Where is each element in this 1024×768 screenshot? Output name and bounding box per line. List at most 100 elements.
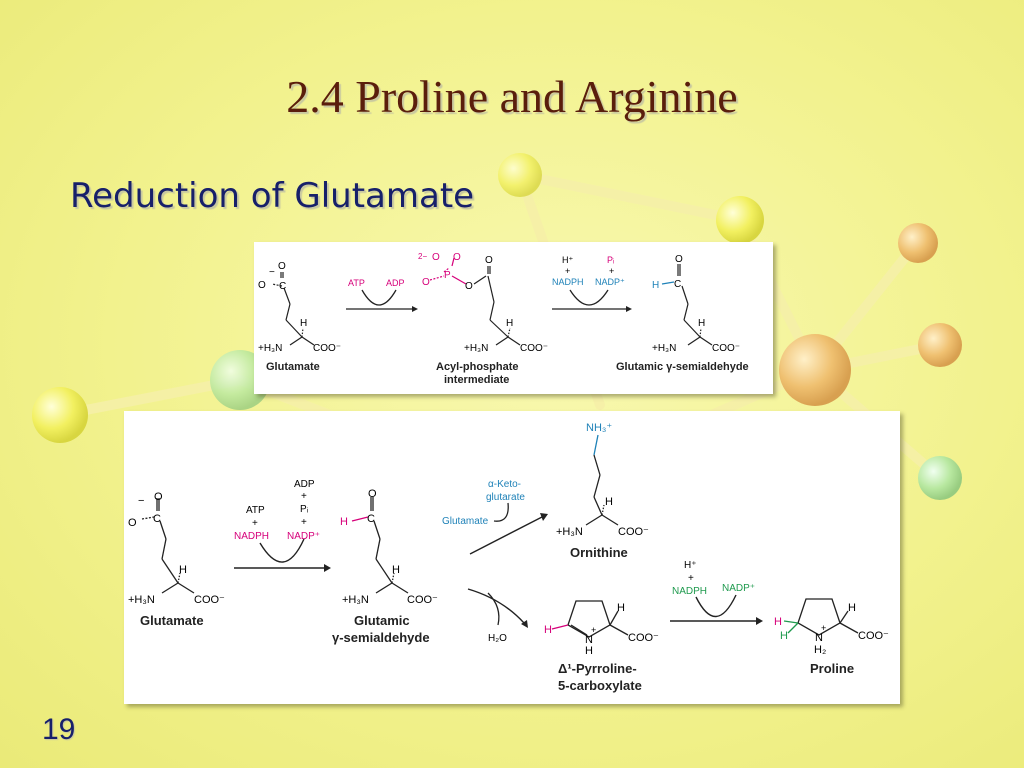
bottom-semialdehyde-label-2: γ-semialdehyde — [332, 630, 430, 645]
bot-glu-h: H — [179, 564, 187, 576]
p5c-label-1: Δ¹-Pyrroline- — [558, 661, 637, 676]
orn-h: H — [605, 496, 613, 508]
p5c-h-ring: H — [544, 624, 552, 636]
top-step1-adp: ADP — [386, 278, 405, 288]
transamination-arrowhead — [540, 513, 548, 521]
slide-title: 2.4 Proline and Arginine — [286, 71, 738, 122]
p5c-n-charge: + — [591, 625, 596, 635]
bot-semi-h: H — [392, 564, 400, 576]
top-step1-atp: ATP — [348, 278, 365, 288]
bot-step1-plus3: + — [301, 517, 307, 528]
top-semi-h: H — [698, 318, 705, 329]
bottom-step1-arrowhead — [324, 564, 331, 572]
p5c-label-2: 5-carboxylate — [558, 678, 642, 693]
pro-coo: COO⁻ — [858, 630, 889, 642]
acyl-o1: O — [432, 252, 440, 263]
bottom-reaction-panel: − O O C H +H₃N COO⁻ Glutamate ATP + NADP… — [124, 411, 900, 704]
bot-step1-pi: Pᵢ — [300, 504, 309, 515]
transamination-curve — [493, 502, 509, 522]
pro-n-charge: + — [821, 623, 826, 633]
bot-glu-charge: − — [138, 495, 144, 507]
top-step1-arrowhead — [412, 306, 418, 312]
pro-n: N — [815, 632, 823, 644]
top-step2-arrowhead — [626, 306, 632, 312]
top-reaction-panel: − O O C H +H₃N COO⁻ Glutamate ATP ADP — [254, 242, 773, 394]
bot-semi-c: C — [367, 513, 375, 525]
acyl-o2: O — [453, 252, 461, 263]
bot-step1-atp: ATP — [246, 505, 265, 516]
top-glu-charge: − — [269, 267, 275, 278]
p5c-coo: COO⁻ — [628, 632, 659, 644]
pro-h1: H — [774, 616, 782, 628]
proline-label: Proline — [810, 661, 854, 676]
top-step2-nadp: NADP⁺ — [595, 277, 625, 287]
cyclization-water: H₂O — [488, 633, 507, 644]
ornithine-label: Ornithine — [570, 545, 628, 560]
proline-structure — [783, 598, 859, 636]
top-step2-nadph: NADPH — [552, 277, 584, 287]
bot-step1-nadph: NADPH — [234, 531, 269, 542]
p5c-h: H — [617, 602, 625, 614]
pro-nh2: H₂ — [814, 644, 826, 656]
bot-step1-plus1: + — [252, 518, 258, 529]
bot-step1-adp: ADP — [294, 479, 315, 490]
orn-nh3-alpha: +H₃N — [556, 526, 583, 538]
acyl-phosphate-structure — [429, 257, 521, 346]
pro-h2: H — [780, 630, 788, 642]
top-reaction-scheme: − O O C H +H₃N COO⁻ Glutamate ATP ADP — [258, 252, 749, 386]
acyl-label-line2: intermediate — [444, 374, 509, 386]
acyl-coo: COO⁻ — [520, 343, 548, 354]
top-step2-curve — [569, 289, 609, 306]
bot-glu-nh3: +H₃N — [128, 594, 155, 606]
bot-semi-nh3: +H₃N — [342, 594, 369, 606]
cyclization-arrow — [467, 588, 525, 624]
bot-step1-nadp: NADP⁺ — [287, 531, 320, 542]
trans-keto-1: α-Keto- — [488, 479, 521, 490]
bottom-step1-curve — [259, 538, 305, 563]
top-glu-o-left: O — [258, 280, 266, 291]
slide-page-number: 19 — [42, 713, 76, 746]
bot-glu-o-left: O — [128, 517, 137, 529]
top-glu-coo: COO⁻ — [313, 343, 341, 354]
top-glu-h: H — [300, 318, 307, 329]
bottom-semialdehyde-structure — [351, 497, 409, 594]
p5c-n-h: H — [585, 645, 593, 657]
ornithine-structure — [585, 434, 619, 526]
acyl-nh3: +H₃N — [464, 343, 488, 354]
top-step1-curve — [361, 289, 397, 306]
bot-step1-plus2: + — [301, 491, 307, 502]
p5c-n: N — [585, 634, 593, 646]
top-glutamate-structure — [271, 272, 315, 346]
top-semi-h-ald: H — [652, 280, 659, 291]
bot-glu-c: C — [153, 513, 161, 525]
top-step2-hplus: H⁺ — [562, 255, 573, 265]
acyl-label-line1: Acyl-phosphate — [436, 361, 519, 373]
bottom-reaction-scheme: − O O C H +H₃N COO⁻ Glutamate ATP + NADP… — [128, 422, 889, 693]
bot-glu-coo: COO⁻ — [194, 594, 225, 606]
trans-keto-2: glutarate — [486, 492, 525, 503]
bot-glu-o-top: O — [154, 491, 163, 503]
acyl-h: H — [506, 318, 513, 329]
bot-step3-nadph: NADPH — [672, 586, 707, 597]
bottom-glutamate-label: Glutamate — [140, 613, 204, 628]
transamination-arrow — [469, 516, 543, 555]
bottom-glutamate-structure — [141, 498, 195, 594]
top-glutamate-label: Glutamate — [266, 361, 320, 373]
acyl-charge: 2− — [418, 252, 427, 261]
trans-glutamate: Glutamate — [442, 516, 489, 527]
acyl-o-bridge: O — [465, 281, 473, 292]
top-glu-nh3: +H₃N — [258, 343, 282, 354]
bottom-step3-arrowhead — [756, 617, 763, 625]
acyl-o3: O — [422, 277, 430, 288]
top-semialdehyde-structure — [661, 264, 713, 346]
top-semi-coo: COO⁻ — [712, 343, 740, 354]
top-step2-plus-right: + — [609, 266, 614, 276]
orn-coo: COO⁻ — [618, 526, 649, 538]
p5c-structure — [551, 600, 629, 638]
bot-step3-plus: + — [688, 573, 694, 584]
acyl-o-carbonyl: O — [485, 255, 493, 266]
top-semi-c: C — [674, 279, 681, 290]
bot-step3-hplus: H⁺ — [684, 560, 697, 571]
top-glu-o-top: O — [278, 261, 286, 272]
cyclization-curve — [487, 592, 500, 626]
